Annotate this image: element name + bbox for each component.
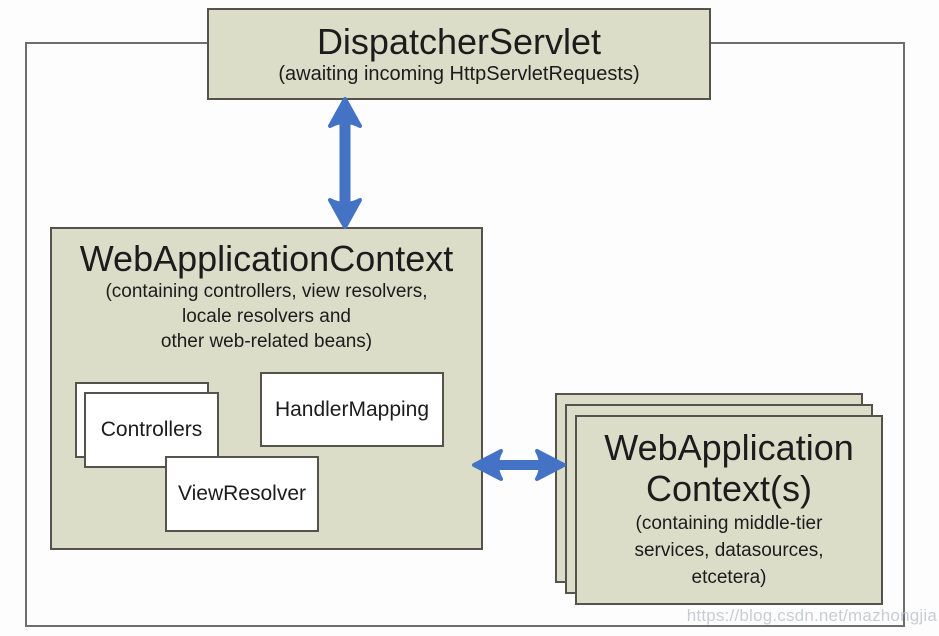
web-application-contexts-subtitle-line-1: (containing middle-tier bbox=[635, 513, 823, 534]
dispatcher-servlet-subtitle: (awaiting incoming HttpServletRequests) bbox=[278, 63, 640, 85]
web-application-context-subtitle-line-2: locale resolvers and bbox=[182, 306, 351, 327]
web-application-context-box: WebApplicationContext (containing contro… bbox=[50, 227, 483, 550]
web-application-contexts-box: WebApplication Context(s) (containing mi… bbox=[575, 415, 883, 605]
handler-mapping-box: HandlerMapping bbox=[260, 372, 444, 447]
view-resolver-label: ViewResolver bbox=[178, 482, 306, 505]
bidirectional-arrow-horizontal-icon bbox=[472, 449, 566, 481]
web-application-context-title: WebApplicationContext bbox=[79, 238, 454, 279]
web-application-contexts-title-line-2: Context(s) bbox=[645, 468, 813, 509]
web-application-contexts-subtitle-line-2: services, datasources, bbox=[634, 540, 824, 561]
bidirectional-arrow-vertical-icon bbox=[328, 97, 362, 229]
dispatcher-servlet-box: DispatcherServlet (awaiting incoming Htt… bbox=[207, 8, 711, 100]
view-resolver-box: ViewResolver bbox=[165, 456, 319, 532]
controllers-box: Controllers bbox=[84, 392, 219, 468]
web-application-contexts-title-line-1: WebApplication bbox=[604, 427, 854, 468]
handler-mapping-label: HandlerMapping bbox=[274, 397, 430, 421]
dispatcher-servlet-title: DispatcherServlet bbox=[316, 21, 602, 62]
web-application-contexts-subtitle-line-3: etcetera) bbox=[691, 567, 767, 588]
web-application-context-subtitle-line-1: (containing controllers, view resolvers, bbox=[105, 281, 428, 302]
watermark: https://blog.csdn.net/mazhongjia bbox=[686, 606, 937, 625]
controllers-label: Controllers bbox=[100, 418, 203, 441]
web-application-context-subtitle-line-3: other web-related beans) bbox=[160, 331, 373, 352]
